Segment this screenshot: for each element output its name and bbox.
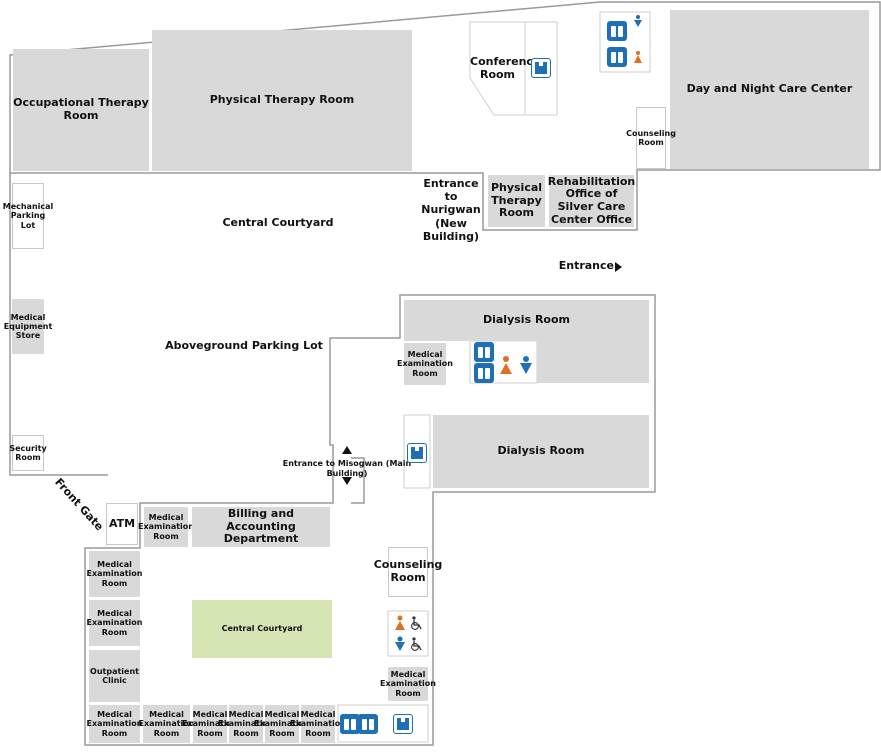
central-courtyard-label: Central Courtyard (222, 216, 334, 229)
medical-examination-room-bottom-6: Medical Examination Room (290, 705, 346, 743)
occupational-therapy-room: Occupational Therapy Room (13, 49, 149, 171)
west-edge-line (9, 173, 108, 476)
stairs-icon (407, 443, 427, 463)
dialysis-room-top: Dialysis Room (404, 300, 649, 341)
dialysis-room-top-extension (537, 341, 649, 383)
restroom-female-icon (500, 356, 512, 374)
dialysis-room-bottom: Dialysis Room (433, 415, 649, 488)
medical-examination-room-billing: Medical Examination Room (138, 507, 194, 547)
medical-examination-room-bottom-1: Medical Examination Room (87, 705, 142, 743)
entrance-misogwan-label: Entrance to Misogwan (Main Building) (282, 459, 412, 478)
physical-therapy-room-main: Physical Therapy Room (152, 30, 412, 171)
arrow-up-icon (342, 446, 352, 454)
aboveground-parking-lot-label: Aboveground Parking Lot (165, 339, 323, 352)
medical-examination-room-bottom-3: Medical Examination Room (182, 705, 238, 743)
central-courtyard-inner: Central Courtyard (192, 600, 332, 658)
restroom-male-icon (520, 356, 532, 374)
elevator-icon (607, 21, 627, 41)
entrance-notch (351, 457, 365, 504)
conference-room-shape (469, 21, 526, 116)
medical-examination-room-bottom-2: Medical Examination Room (139, 705, 194, 743)
billing-and-accounting-department: Billing and Accounting Department (192, 507, 330, 547)
stairs-icon (393, 714, 413, 734)
medical-examination-room-dialysis: Medical Examination Room (397, 343, 453, 385)
security-room: Security Room (9, 435, 47, 471)
entrance-arrow-icon (615, 262, 622, 272)
day-and-night-care-center: Day and Night Care Center (670, 10, 869, 169)
medical-examination-room-bottom-4: Medical Examination Room (218, 705, 274, 743)
outpatient-clinic: Outpatient Clinic (89, 650, 140, 702)
north-wing-outline (9, 1, 881, 231)
south-wing-outline (84, 294, 656, 746)
stairs-icon (531, 58, 551, 78)
elevator-icon (358, 714, 378, 734)
medical-equipment-store: Medical Equipment Store (4, 299, 52, 354)
elevator-icon (340, 714, 360, 734)
restroom-box (387, 610, 429, 657)
atm: ATM (106, 503, 138, 545)
wheelchair-icon (411, 637, 422, 651)
restroom-male-icon (634, 15, 642, 27)
elevator-icon (474, 363, 494, 383)
medical-examination-room-left-2: Medical Examination Room (87, 600, 142, 646)
restroom-female-icon (395, 615, 405, 630)
wheelchair-icon (411, 616, 422, 630)
rehabilitation-office: Rehabilitation Office of Silver Care Cen… (547, 174, 636, 227)
entrance-nurigwan-label: Entrance to Nurigwan (New Building) (421, 177, 481, 243)
medical-examination-room-left-1: Medical Examination Room (87, 551, 142, 597)
entrance-label: Entrance (558, 259, 614, 272)
mechanical-parking-lot: Mechanical Parking Lot (3, 183, 53, 249)
restroom-female-icon (634, 51, 642, 63)
counseling-room-top: Counseling Room (626, 107, 676, 169)
elevator-icon (607, 47, 627, 67)
medical-examination-room-bottom-5: Medical Examination Room (254, 705, 310, 743)
medical-examination-room-right: Medical Examination Room (380, 667, 436, 701)
restroom-male-icon (395, 636, 405, 651)
counseling-room-bottom: Counseling Room (374, 547, 442, 597)
arrow-down-icon (342, 477, 352, 485)
elevator-icon (474, 342, 494, 362)
physical-therapy-room-small: Physical Therapy Room (488, 175, 545, 227)
conference-room-label: Conference Room (470, 55, 541, 82)
